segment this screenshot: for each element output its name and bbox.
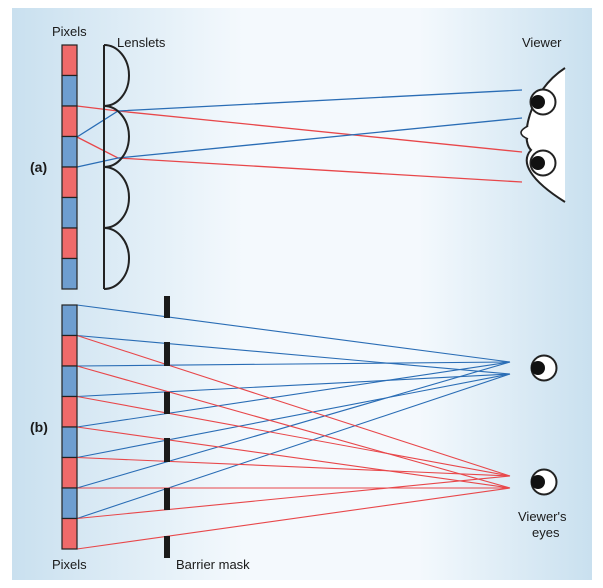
- panel-b-pixel-column: [61, 304, 78, 550]
- pixel-red: [61, 105, 78, 138]
- pixel-red: [61, 334, 78, 367]
- nose-icon: [520, 125, 529, 140]
- barrier-segment: [164, 488, 170, 510]
- panel-a-pixel-column: [61, 44, 78, 290]
- panel-a-lenslet-array: [103, 44, 130, 290]
- barrier-segment: [164, 392, 170, 414]
- light-ray: [76, 361, 511, 367]
- eye-icon: [529, 88, 557, 116]
- eye-icon: [530, 354, 558, 382]
- barrier-segment: [164, 296, 170, 318]
- lenslet: [103, 166, 130, 229]
- lenslet: [103, 44, 130, 107]
- light-ray: [76, 361, 511, 428]
- barrier-mask-label: Barrier mask: [176, 557, 250, 572]
- pixel-red: [61, 44, 78, 77]
- pixels-label-b: Pixels: [52, 557, 87, 572]
- light-ray: [76, 365, 511, 489]
- light-ray: [76, 373, 511, 398]
- pixel-red: [61, 395, 78, 428]
- lenslet: [103, 105, 130, 168]
- light-ray: [76, 395, 511, 477]
- pixel-red: [61, 456, 78, 489]
- pixel-blue: [61, 426, 78, 459]
- light-ray: [76, 456, 511, 477]
- panel-a-lenticular: Pixels Lenslets Viewer (a): [30, 24, 566, 290]
- pixel-blue: [61, 365, 78, 398]
- viewers-eyes-label-line1: Viewer's: [518, 509, 567, 524]
- pixel-red: [61, 517, 78, 550]
- light-ray: [76, 475, 511, 520]
- panel-b-label: (b): [30, 419, 48, 435]
- pixel-blue: [61, 304, 78, 337]
- light-ray: [76, 373, 511, 459]
- barrier-segment: [164, 342, 170, 366]
- light-ray: [76, 334, 511, 375]
- light-ray: [76, 426, 511, 489]
- lenslet: [103, 227, 130, 290]
- light-ray: [76, 304, 511, 363]
- light-ray: [76, 117, 523, 168]
- light-ray: [76, 373, 511, 520]
- panel-a-label: (a): [30, 159, 47, 175]
- light-ray: [76, 334, 511, 477]
- panel-b-rays: [76, 304, 511, 550]
- pixel-red: [61, 166, 78, 199]
- eye-icon: [530, 468, 558, 496]
- barrier-mask: [164, 296, 170, 558]
- panel-b-parallax-barrier: (b) Pixels Barrier mask Viewer's eyes: [30, 296, 567, 572]
- light-ray: [76, 487, 511, 550]
- pixel-red: [61, 227, 78, 260]
- pixel-blue: [61, 196, 78, 229]
- eye-icon: [529, 149, 557, 177]
- diagram-background: [12, 8, 592, 580]
- light-ray: [76, 361, 511, 489]
- viewer-label: Viewer: [522, 35, 562, 50]
- pixel-blue: [61, 74, 78, 107]
- pixels-label-a: Pixels: [52, 24, 87, 39]
- barrier-segment: [164, 536, 170, 558]
- barrier-segment: [164, 438, 170, 462]
- pixel-blue: [61, 487, 78, 520]
- pixel-blue: [61, 135, 78, 168]
- pixel-blue: [61, 257, 78, 290]
- viewers-eyes-label-line2: eyes: [532, 525, 560, 540]
- lenslets-label: Lenslets: [117, 35, 166, 50]
